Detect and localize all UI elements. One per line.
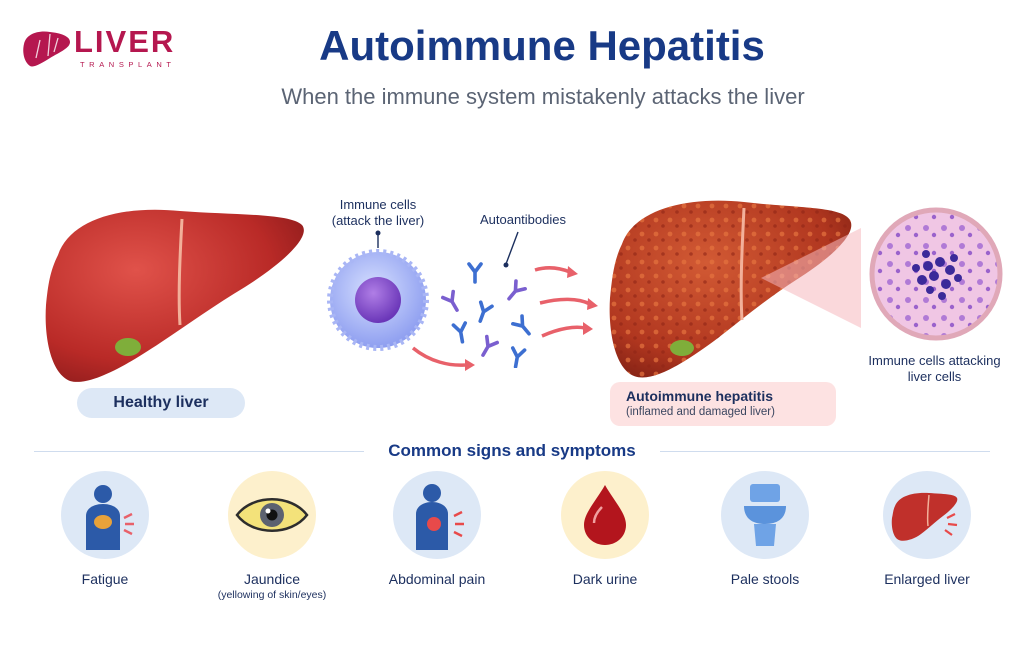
drop-icon [561, 471, 649, 559]
symptom-jaundice: Jaundice (yellowing of skin/eyes) [207, 471, 337, 601]
inflamed-liver-illustration [609, 200, 861, 378]
attack-label-line1: Immune cells attacking [868, 353, 1001, 368]
autoimmune-hepatitis-pill: Autoimmune hepatitis (inflamed and damag… [610, 382, 836, 426]
symptom-label: Enlarged liver [884, 571, 970, 587]
autoimmune-hepatitis-title: Autoimmune hepatitis [626, 388, 774, 404]
symptom-pale-stools: Pale stools [700, 471, 830, 587]
symptoms-title-text: Common signs and symptoms [374, 441, 650, 460]
page-subtitle: When the immune system mistakenly attack… [281, 84, 805, 109]
microscopic-view-illustration [869, 207, 1003, 341]
person-fatigue-icon [61, 471, 149, 559]
person-abdominal-pain-icon [393, 471, 481, 559]
immune-cells-label-line1: Immune cells [339, 197, 417, 212]
symptom-abdominal-pain: Abdominal pain [372, 471, 502, 587]
symptom-sublabel: (yellowing of skin/eyes) [217, 589, 327, 601]
logo-subword: TRANSPLANT [80, 60, 176, 69]
brand-logo: LIVER TRANSPLANT [20, 24, 195, 76]
symptom-fatigue: Fatigue [40, 471, 170, 587]
liver-icon [883, 471, 971, 559]
symptom-dark-urine: Dark urine [540, 471, 670, 587]
autoantibodies-illustration [441, 231, 598, 368]
healthy-liver-label: Healthy liver [113, 394, 209, 411]
symptom-label: Pale stools [730, 571, 800, 587]
healthy-liver-pill: Healthy liver [77, 388, 245, 418]
divider-right [660, 451, 990, 452]
immune-cells-label: Immune cells (attack the liver) [318, 197, 438, 229]
autoimmune-hepatitis-subtitle: (inflamed and damaged liver) [626, 406, 775, 418]
attack-label: Immune cells attacking liver cells [852, 353, 1017, 385]
symptom-enlarged-liver: Enlarged liver [862, 471, 992, 587]
symptoms-title: Common signs and symptoms [0, 441, 1024, 461]
symptom-label: Jaundice [243, 571, 301, 587]
symptom-label: Dark urine [572, 571, 638, 587]
immune-cells-label-line2: (attack the liver) [331, 213, 425, 228]
logo-word: LIVER [74, 24, 176, 59]
attack-label-line2: liver cells [907, 369, 962, 384]
eye-icon [228, 471, 316, 559]
autoantibodies-label: Autoantibodies [479, 212, 566, 227]
healthy-liver-illustration [45, 209, 304, 382]
liver-logo-icon [23, 31, 70, 67]
symptom-label: Abdominal pain [388, 571, 486, 587]
toilet-icon [721, 471, 809, 559]
immune-cell-illustration [327, 230, 475, 371]
symptom-label: Fatigue [81, 571, 129, 587]
page-title: Autoimmune Hepatitis [319, 22, 765, 69]
divider-left [34, 451, 364, 452]
